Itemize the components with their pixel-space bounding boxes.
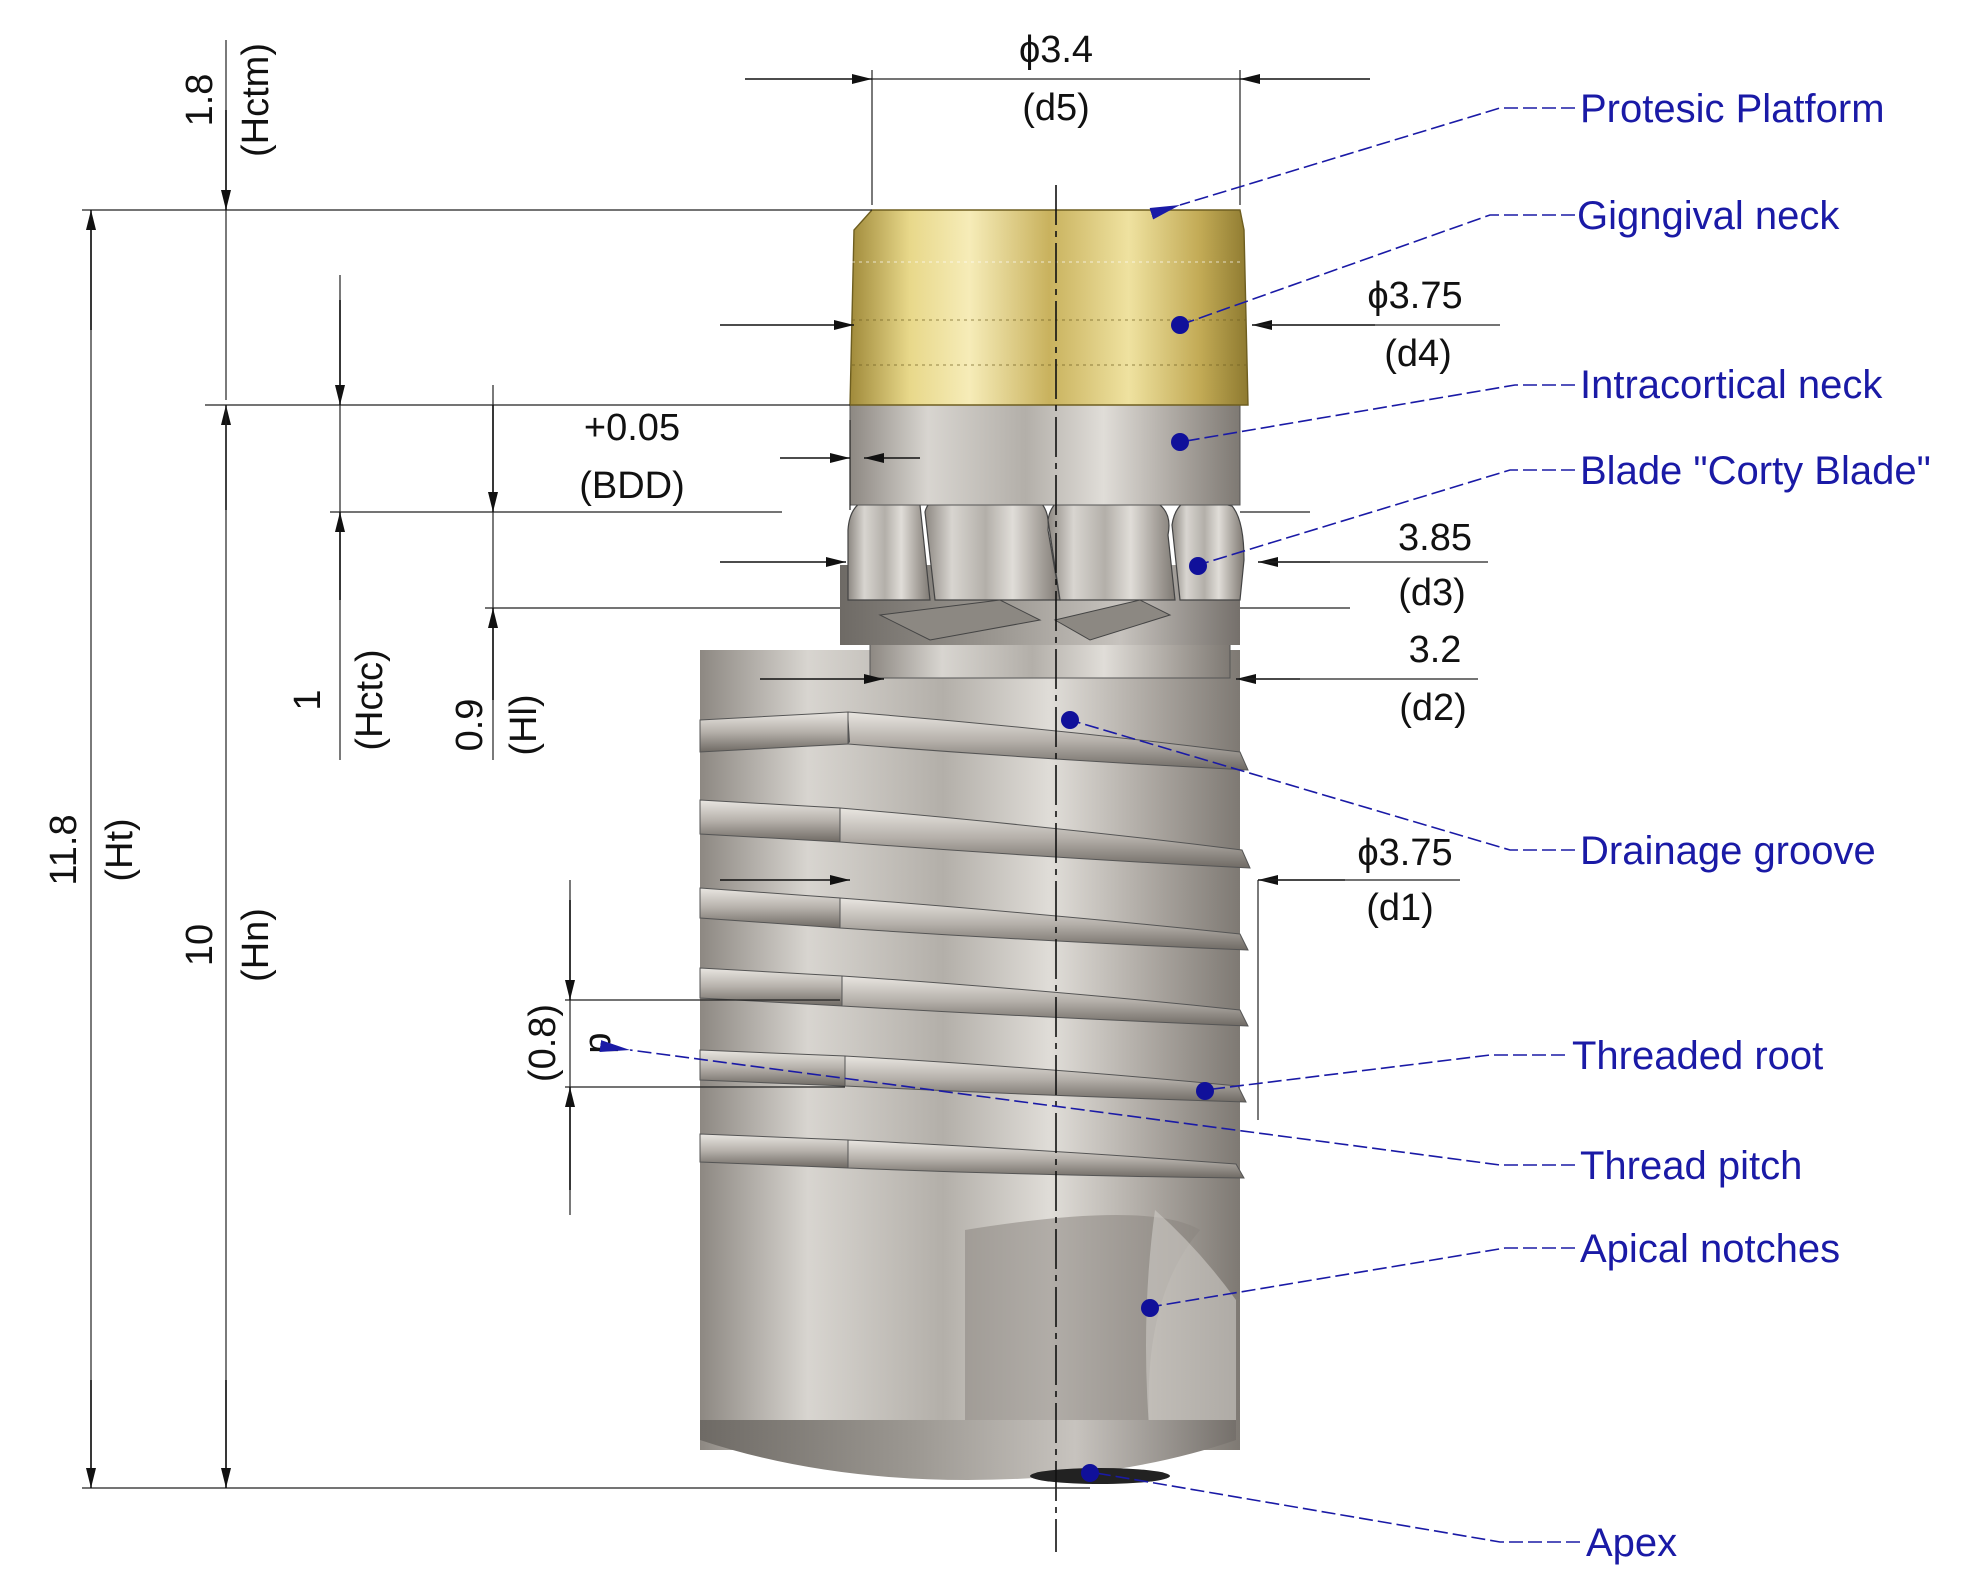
ht-value: 11.8 [43, 814, 85, 885]
leaders [599, 107, 1580, 1543]
hl-code: (Hl) [503, 694, 545, 755]
dim-ht: 11.8 (Ht) [43, 210, 141, 1488]
d5-value: ϕ3.4 [1019, 29, 1093, 71]
d5-code: (d5) [1022, 87, 1090, 129]
hn-code: (Hn) [235, 908, 277, 982]
drainage-collar [869, 639, 1231, 679]
apex-body [700, 1420, 1236, 1480]
intracortical-neck [849, 404, 1241, 506]
implant-body [699, 209, 1251, 1484]
blades [847, 491, 1245, 641]
apex-hole [1030, 1468, 1170, 1484]
label-protesic-platform: Protesic Platform [1580, 87, 1885, 131]
dim-d1: ϕ3.75 (d1) [720, 832, 1460, 1120]
pitch-code: p [577, 1032, 619, 1053]
bdd-value: +0.05 [584, 407, 680, 449]
hn-value: 10 [179, 924, 221, 966]
dim-hctm: 1.8 (Hctm) [179, 40, 277, 510]
pitch-value: (0.8) [522, 1004, 564, 1082]
apical-notch-left [965, 1215, 1200, 1445]
dim-d3: 3.85 (d3) [720, 517, 1488, 614]
label-gingival-neck: Gigngival neck [1577, 194, 1840, 238]
d1-value: ϕ3.75 [1357, 832, 1452, 874]
hctc-code: (Hctc) [349, 649, 391, 750]
hctm-value: 1.8 [179, 74, 221, 127]
label-drainage-groove: Drainage groove [1580, 829, 1876, 873]
dim-d4: ϕ3.75 (d4) [720, 275, 1500, 375]
hctc-value: 1 [287, 689, 329, 710]
label-intracortical-neck: Intracortical neck [1580, 363, 1883, 407]
d2-value: 3.2 [1409, 629, 1462, 671]
label-blade: Blade "Corty Blade" [1580, 449, 1931, 493]
dim-d5: ϕ3.4 (d5) [745, 29, 1370, 205]
dim-bdd: +0.05 (BDD) [579, 407, 920, 510]
hl-value: 0.9 [449, 699, 491, 752]
label-apical-notches: Apical notches [1580, 1227, 1840, 1271]
gingival-neck [849, 209, 1249, 406]
hctm-code: (Hctm) [235, 43, 277, 157]
d2-code: (d2) [1399, 687, 1467, 729]
label-thread-pitch: Thread pitch [1580, 1144, 1802, 1188]
threads [699, 711, 1251, 1179]
d3-code: (d3) [1398, 572, 1466, 614]
ht-code: (Ht) [99, 818, 141, 881]
dim-hl: 0.9 (Hl) [449, 385, 545, 760]
d4-code: (d4) [1384, 333, 1452, 375]
apical-notch-right [1146, 1210, 1236, 1440]
dim-hn: 10 (Hn) [179, 405, 277, 1488]
bdd-code: (BDD) [579, 465, 685, 507]
d1-code: (d1) [1366, 887, 1434, 929]
d3-value: 3.85 [1398, 517, 1472, 559]
d4-value: ϕ3.75 [1367, 275, 1462, 317]
label-threaded-root: Threaded root [1572, 1034, 1823, 1078]
label-apex: Apex [1586, 1521, 1677, 1565]
dim-d2: 3.2 (d2) [760, 629, 1478, 729]
dim-hctc: 1 (Hctc) [287, 275, 391, 760]
